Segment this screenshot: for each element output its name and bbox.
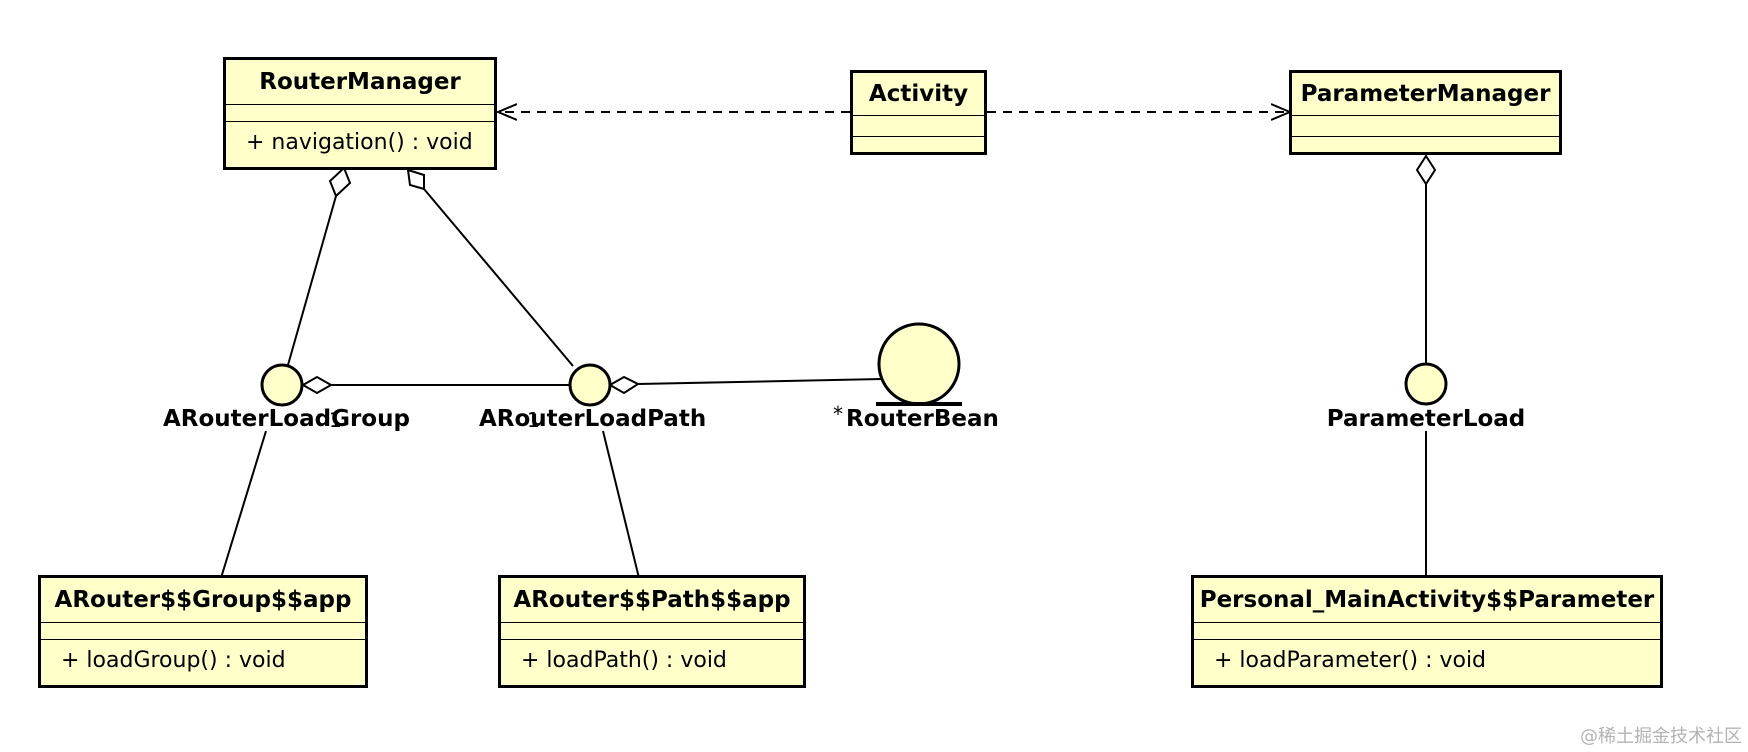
divider xyxy=(226,104,494,121)
entity-routerbean-icon xyxy=(877,322,961,406)
divider xyxy=(501,639,803,640)
aggregation-loadpath-routerbean xyxy=(637,378,883,385)
class-path-app[interactable]: ARouter$$Path$$app + loadPath() : void xyxy=(498,575,806,688)
realization-path-app xyxy=(602,430,640,579)
class-operation: + loadParameter() : void xyxy=(1214,648,1487,673)
class-group-app[interactable]: ARouter$$Group$$app + loadGroup() : void xyxy=(38,575,368,688)
divider xyxy=(1292,136,1559,137)
aggregation-routermanager-loadgroup xyxy=(287,195,337,366)
divider xyxy=(41,622,365,639)
class-name: Activity xyxy=(868,81,969,107)
divider xyxy=(1194,639,1660,640)
divider xyxy=(226,121,494,122)
interface-parameterload-label: ParameterLoad xyxy=(1326,406,1526,432)
class-name: ParameterManager xyxy=(1300,81,1551,107)
watermark: @稀土掘金技术社区 xyxy=(1580,726,1742,747)
class-name: ARouter$$Path$$app xyxy=(513,587,791,613)
divider xyxy=(41,639,365,640)
class-parametermanager[interactable]: ParameterManager xyxy=(1289,70,1562,155)
aggregation-diamond xyxy=(406,168,425,191)
entity-routerbean-label: RouterBean xyxy=(846,406,999,432)
class-operation: + loadPath() : void xyxy=(521,648,727,673)
class-name: ARouter$$Group$$app xyxy=(54,587,352,613)
class-operation: + loadGroup() : void xyxy=(61,648,286,673)
divider xyxy=(853,115,984,136)
multiplicity-path-bean: * xyxy=(833,402,843,426)
interface-loadgroup-label: ARouterLoadGroup xyxy=(163,406,410,432)
aggregation-diamond xyxy=(1415,154,1437,186)
class-routermanager[interactable]: RouterManager + navigation() : void xyxy=(223,57,497,170)
interface-loadgroup-icon xyxy=(260,363,304,407)
multiplicity-group-path: 1 xyxy=(329,408,342,432)
class-name: RouterManager xyxy=(259,69,461,95)
aggregation-routermanager-loadpath xyxy=(423,188,574,367)
divider xyxy=(501,622,803,639)
class-personal-parameter[interactable]: Personal_MainActivity$$Parameter + loadP… xyxy=(1191,575,1663,688)
interface-loadpath-label: ARouterLoadPath xyxy=(479,406,707,432)
divider xyxy=(853,136,984,137)
class-activity[interactable]: Activity xyxy=(850,70,987,155)
interface-parameterload-icon xyxy=(1404,362,1448,406)
aggregation-diamond xyxy=(607,375,641,395)
divider xyxy=(1292,115,1559,136)
divider xyxy=(1194,622,1660,639)
aggregation-diamond xyxy=(328,166,352,198)
interface-loadpath-icon xyxy=(568,363,612,407)
aggregation-diamond xyxy=(300,375,334,395)
class-name: Personal_MainActivity$$Parameter xyxy=(1199,587,1655,613)
multiplicity-path-group: 1 xyxy=(527,408,540,432)
class-operation: + navigation() : void xyxy=(246,130,473,155)
realization-group-app xyxy=(220,430,267,579)
